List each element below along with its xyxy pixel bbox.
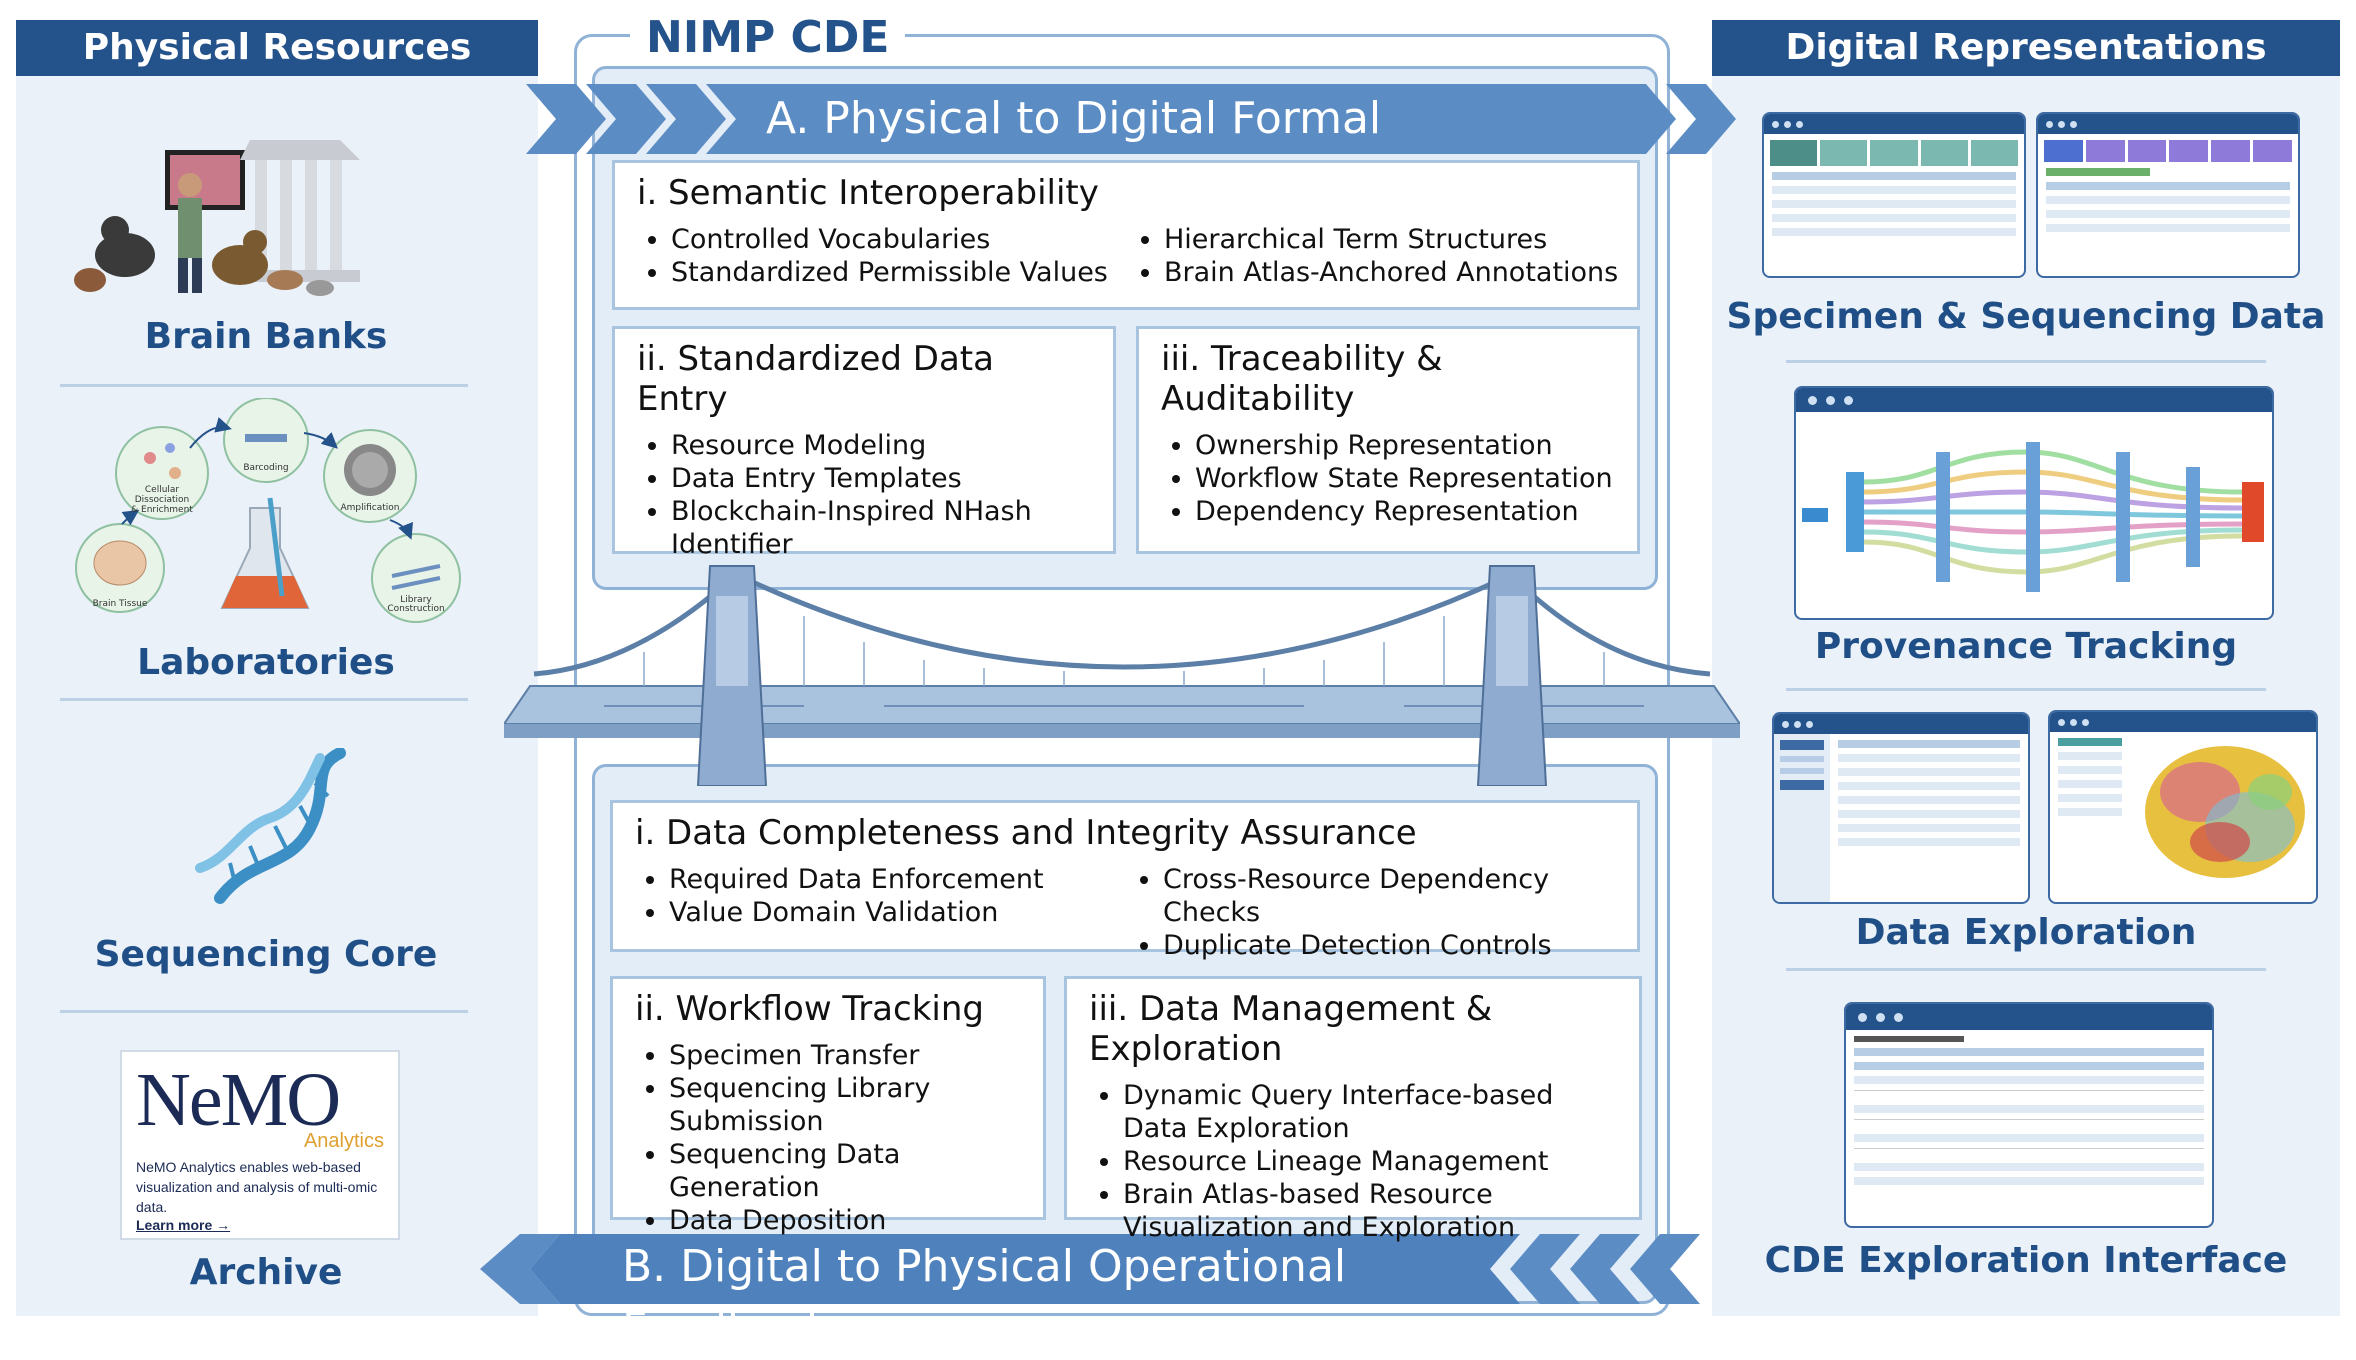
list-item: Cross-Resource Dependency Checks [1163, 863, 1619, 929]
left-divider-2 [60, 698, 468, 701]
data-completeness-integrity-title: i. Data Completeness and Integrity Assur… [635, 813, 1417, 853]
arrow-b-chevrons [480, 1234, 1700, 1304]
right-divider-3 [1786, 968, 2266, 971]
archive-label: Archive [189, 1252, 343, 1293]
workflow-tracking-box: ii. Workflow Tracking Specimen Transfer … [610, 976, 1046, 1236]
arrow-a-label: A. Physical to Digital Formal Representa… [766, 93, 1382, 206]
data-exploration-table-window [1772, 712, 2030, 904]
nimp-cde-title: NIMP CDE [630, 8, 906, 68]
left-divider-1 [60, 384, 468, 387]
list-item: Brain Atlas-based Resource Visualization… [1123, 1178, 1621, 1244]
list-item: Controlled Vocabularies [671, 223, 1126, 256]
list-item: Duplicate Detection Controls [1163, 929, 1619, 962]
specimen-table-window-2 [2036, 112, 2300, 278]
nemo-learn-more-link[interactable]: Learn more → [136, 1217, 231, 1233]
data-exploration-brain-atlas-window [2048, 710, 2318, 904]
left-divider-3 [60, 1010, 468, 1013]
nemo-logo-text: NeMO [136, 1058, 341, 1142]
svg-text:& Enrichment: & Enrichment [131, 505, 193, 515]
brain-banks-illustration [74, 140, 360, 296]
list-item: Brain Atlas-Anchored Annotations [1164, 256, 1619, 289]
lab-step-dissociation: Cellular [145, 485, 180, 495]
list-item: Sequencing Data Generation [669, 1138, 1025, 1204]
list-item: Standardized Permissible Values [671, 256, 1126, 289]
list-item: Hierarchical Term Structures [1164, 223, 1619, 256]
list-item: Value Domain Validation [669, 896, 1125, 929]
right-divider-2 [1786, 688, 2266, 691]
specimen-sequencing-data-label: Specimen & Sequencing Data [1726, 296, 2326, 337]
list-item: Data Entry Templates [671, 462, 1095, 495]
list-item: Blockchain-Inspired NHash Identifier [671, 495, 1095, 561]
cde-exploration-window [1844, 1002, 2214, 1228]
nemo-logo-subtitle: Analytics [303, 1130, 384, 1152]
workflow-tracking-title: ii. Workflow Tracking [635, 989, 984, 1029]
nemo-logo-description: NeMO Analytics enables web-based visuali… [136, 1159, 378, 1215]
nimp-cde-outer-frame [574, 34, 1670, 1316]
provenance-sankey-graphic [1802, 442, 2264, 592]
provenance-tracking-label: Provenance Tracking [1814, 626, 2238, 667]
traceability-auditability-title: iii. Traceability & Auditability [1161, 339, 1443, 419]
list-item: Resource Modeling [671, 429, 1095, 462]
standardized-data-entry-box: ii. Standardized Data Entry Resource Mod… [612, 326, 1116, 560]
traceability-auditability-box: iii. Traceability & Auditability Ownersh… [1136, 326, 1640, 554]
arrow-b-label: B. Digital to Physical Operational Feedb… [622, 1241, 1347, 1354]
laboratories-label: Laboratories [137, 642, 395, 683]
data-management-exploration-title: iii. Data Management & Exploration [1089, 989, 1493, 1069]
data-exploration-label: Data Exploration [1855, 912, 2197, 953]
brain-banks-label: Brain Banks [144, 316, 388, 357]
list-item: Required Data Enforcement [669, 863, 1125, 896]
specimen-table-window-1 [1762, 112, 2026, 278]
standardized-data-entry-title: ii. Standardized Data Entry [637, 339, 994, 419]
lab-step-barcoding: Barcoding [243, 463, 288, 473]
cde-exploration-interface-label: CDE Exploration Interface [1764, 1240, 2288, 1281]
list-item: Dynamic Query Interface-based Data Explo… [1123, 1079, 1621, 1145]
sequencing-core-label: Sequencing Core [94, 934, 438, 975]
lab-step-library: Library [400, 595, 432, 605]
brain-atlas-3d-view [2145, 746, 2305, 878]
right-divider-1 [1786, 360, 2266, 363]
semantic-interoperability-title: i. Semantic Interoperability [637, 173, 1099, 213]
bridge-illustration [504, 565, 1740, 786]
physical-resources-header: Physical Resources [16, 20, 538, 76]
lab-step-brain-tissue: Brain Tissue [93, 599, 148, 609]
dna-icon [195, 748, 346, 904]
list-item: Ownership Representation [1195, 429, 1619, 462]
list-item: Specimen Transfer [669, 1039, 1025, 1072]
semantic-interoperability-box: i. Semantic Interoperability Controlled … [612, 160, 1640, 310]
list-item: Dependency Representation [1195, 495, 1619, 528]
nemo-analytics-logo-card: NeMO Analytics NeMO Analytics enables we… [120, 1050, 400, 1240]
list-item: Sequencing Library Submission [669, 1072, 1025, 1138]
laboratories-workflow-illustration: Cellular Dissociation & Enrichment Barco… [75, 398, 461, 623]
list-item: Resource Lineage Management [1123, 1145, 1621, 1178]
data-completeness-integrity-box: i. Data Completeness and Integrity Assur… [610, 800, 1640, 961]
provenance-sankey-window [1794, 386, 2274, 620]
digital-representations-header: Digital Representations [1712, 20, 2340, 76]
svg-text:Construction: Construction [387, 604, 444, 614]
list-item: Data Deposition [669, 1204, 1025, 1237]
arrow-a-chevrons [526, 84, 1736, 154]
lab-step-amplification: Amplification [340, 503, 399, 513]
list-item: Workflow State Representation [1195, 462, 1619, 495]
svg-text:Dissociation: Dissociation [135, 495, 190, 505]
data-management-exploration-box: iii. Data Management & Exploration Dynam… [1064, 976, 1642, 1243]
